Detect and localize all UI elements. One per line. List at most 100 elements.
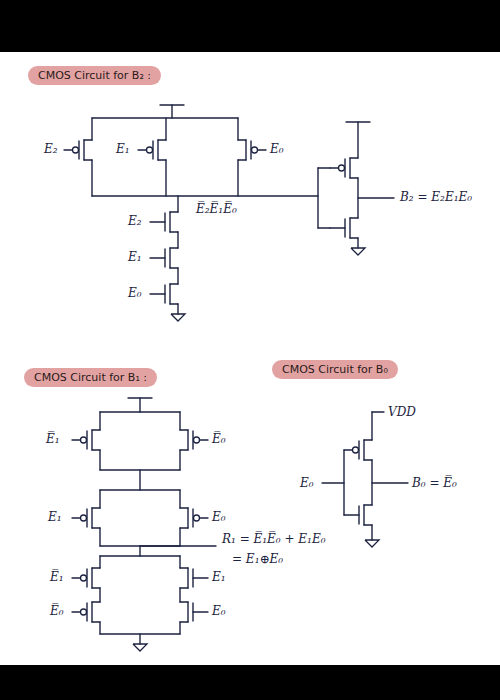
wire xyxy=(371,412,372,440)
wire xyxy=(258,149,266,150)
top-bar xyxy=(0,0,500,52)
wire xyxy=(179,556,180,568)
signal-label: E₂ xyxy=(44,142,58,156)
inversion-bubble xyxy=(73,147,79,153)
wire xyxy=(139,470,140,490)
wire xyxy=(92,621,100,622)
wire xyxy=(177,196,178,212)
inversion-bubble xyxy=(194,515,200,521)
wire xyxy=(180,507,188,508)
wire xyxy=(169,284,170,304)
signal-label: E₁ xyxy=(48,510,62,524)
wire xyxy=(179,528,180,546)
wire xyxy=(179,412,180,430)
wire xyxy=(364,459,372,460)
heading-banner: CMOS Circuit for B₁ : xyxy=(24,368,157,387)
wire xyxy=(193,611,208,612)
wire xyxy=(64,149,72,150)
wire xyxy=(91,508,92,528)
wire xyxy=(169,248,170,268)
signal-label: E₂ xyxy=(128,214,142,228)
inversion-bubble xyxy=(147,147,153,153)
signal-label: E₁ xyxy=(128,250,142,264)
wire xyxy=(99,412,100,430)
wire xyxy=(92,601,100,602)
wire xyxy=(317,168,318,228)
wire xyxy=(245,140,246,160)
wire xyxy=(187,602,188,622)
wire xyxy=(157,140,158,160)
wire xyxy=(358,197,394,198)
wire xyxy=(350,157,358,158)
signal-label: E̅₂E̅₁E̅₀ xyxy=(196,202,237,216)
inversion-bubble xyxy=(81,575,87,581)
wire xyxy=(92,507,100,508)
wire xyxy=(180,621,188,622)
wire xyxy=(330,227,345,228)
wire xyxy=(170,247,178,248)
signal-label: E₀ xyxy=(270,142,284,156)
heading-text: CMOS Circuit for B₂ : xyxy=(38,69,151,82)
wire xyxy=(187,430,188,450)
signal-label: = E₁⊕E₀ xyxy=(232,552,283,566)
wire xyxy=(349,158,350,178)
wire xyxy=(91,430,92,450)
wire xyxy=(140,545,216,546)
ground-symbol xyxy=(171,314,185,321)
ground-symbol xyxy=(351,248,365,255)
wire xyxy=(179,588,180,602)
wire xyxy=(322,482,344,483)
signal-label: E₀ xyxy=(212,604,226,618)
wire xyxy=(150,221,165,222)
wire xyxy=(187,508,188,528)
wire xyxy=(139,398,140,412)
wire xyxy=(170,303,178,304)
signal-label: E̅₁ xyxy=(46,432,60,446)
signal-label: E̅₀ xyxy=(50,604,64,618)
wire xyxy=(180,527,188,528)
wire xyxy=(357,238,358,248)
wire xyxy=(371,525,372,540)
wire xyxy=(170,283,178,284)
wire xyxy=(179,490,180,508)
inversion-bubble xyxy=(81,515,87,521)
wire xyxy=(72,439,80,440)
wire xyxy=(83,140,84,160)
inversion-bubble xyxy=(81,437,87,443)
ground-symbol xyxy=(365,540,379,547)
signal-label: R₁ = E̅₁E̅₀ + E₁E₀ xyxy=(222,532,326,546)
wire xyxy=(364,524,372,525)
wire xyxy=(92,195,318,196)
wire xyxy=(91,160,92,196)
wire xyxy=(99,588,100,602)
wire xyxy=(92,587,100,588)
wire xyxy=(357,122,358,158)
signal-label: B₀ = E̅₀ xyxy=(412,476,457,490)
wire xyxy=(100,489,180,490)
signal-label: E₁ xyxy=(116,142,130,156)
wire xyxy=(139,546,140,556)
signal-label: E₀ xyxy=(128,286,142,300)
wire xyxy=(92,429,100,430)
wire xyxy=(84,139,92,140)
wire xyxy=(84,159,92,160)
wire xyxy=(99,490,100,508)
wire xyxy=(350,177,358,178)
signal-label: VDD xyxy=(388,405,416,419)
heading-banner: CMOS Circuit for B₀ xyxy=(272,360,398,379)
wire xyxy=(158,159,166,160)
wire xyxy=(139,634,140,644)
wire xyxy=(364,439,372,440)
wire xyxy=(238,139,246,140)
wire xyxy=(165,118,166,140)
inversion-bubble xyxy=(339,165,345,171)
signal-label: E₀ xyxy=(212,510,226,524)
wire xyxy=(92,527,100,528)
wire xyxy=(177,232,178,248)
heading-text: CMOS Circuit for B₁ : xyxy=(34,371,147,384)
wire xyxy=(237,160,238,196)
wire xyxy=(179,450,180,470)
inversion-bubble xyxy=(81,609,87,615)
